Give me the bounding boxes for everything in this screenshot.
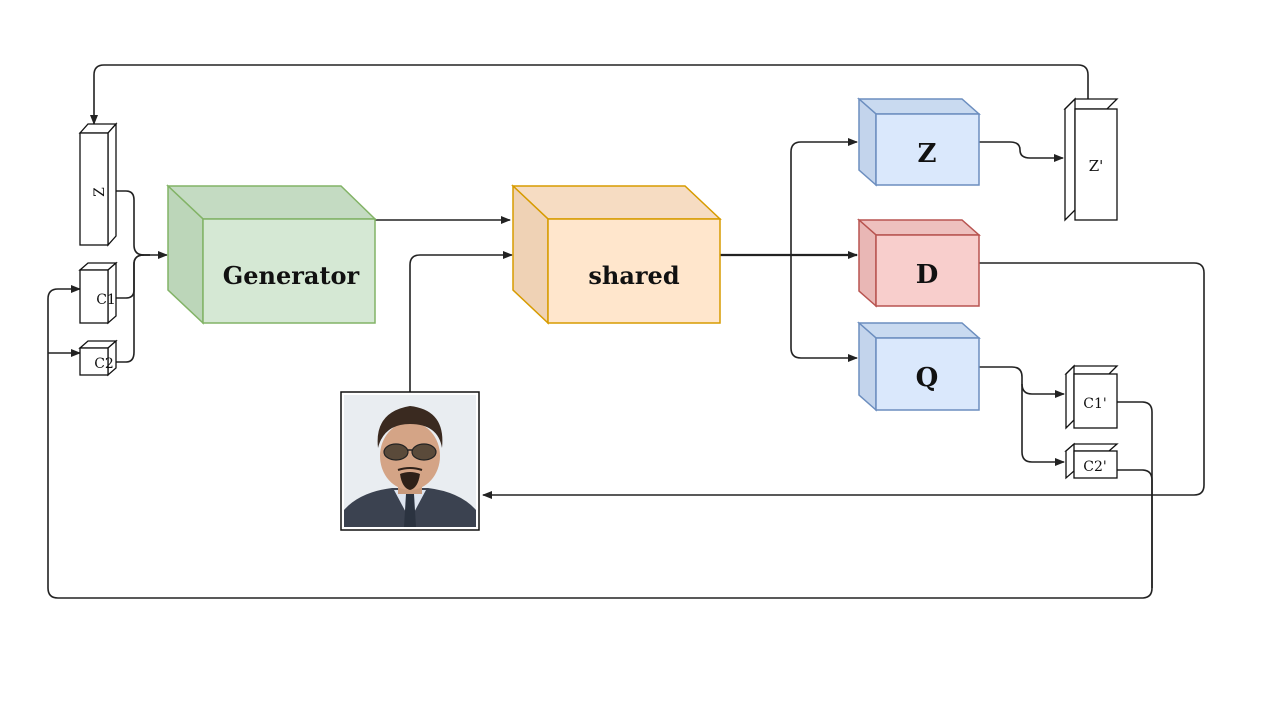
generator-label: Generator: [223, 261, 360, 290]
edge-zprime-to-z: [90, 64, 1089, 125]
d-head-block: D: [857, 218, 981, 308]
q-head-block: Q: [857, 321, 981, 412]
real-image-photo: [340, 391, 480, 531]
edge-q-to-c2prime: [1021, 384, 1065, 466]
shared-block: shared: [511, 184, 722, 325]
c1-input-vector: C1: [78, 261, 118, 325]
z-prime-vector: Z': [1063, 97, 1119, 222]
q-head-label: Q: [916, 363, 939, 393]
edge-photo-to-shared: [409, 251, 513, 392]
edge-c1-to-generator: [116, 254, 150, 299]
edge-c2prime-to-loop: [1117, 469, 1153, 588]
edge-bottom-loop: [47, 355, 1153, 599]
c1-prime-label: C1': [1083, 396, 1106, 412]
edge-loop-to-c1: [47, 285, 81, 300]
z-head-block: Z: [857, 97, 981, 187]
c2-prime-label: C2': [1083, 459, 1106, 475]
edge-shared-to-q: [790, 255, 858, 362]
z-prime-label: Z': [1089, 157, 1104, 175]
c1-prime-vector: C1': [1064, 364, 1119, 430]
c2-input-label: C2: [94, 356, 114, 372]
edge-c1prime-to-loop: [1117, 401, 1153, 588]
z-head-label: Z: [918, 139, 937, 169]
edge-zhead-to-zprime: [979, 141, 1064, 162]
c2-input-vector: C2: [78, 339, 118, 377]
edge-c2-to-generator: [116, 254, 145, 363]
shared-label: shared: [588, 261, 679, 290]
edge-shared-to-z: [790, 138, 858, 255]
edge-z-to-generator: [116, 190, 150, 256]
z-input-label: Z: [92, 187, 108, 197]
c1-input-label: C1: [96, 292, 116, 308]
edge-d-to-photo: [482, 262, 1205, 499]
c2-prime-vector: C2': [1064, 442, 1119, 480]
d-head-label: D: [916, 260, 939, 290]
edge-q-to-c1prime: [979, 366, 1065, 398]
generator-block: Generator: [166, 184, 377, 325]
z-input-vector: Z: [78, 122, 118, 247]
